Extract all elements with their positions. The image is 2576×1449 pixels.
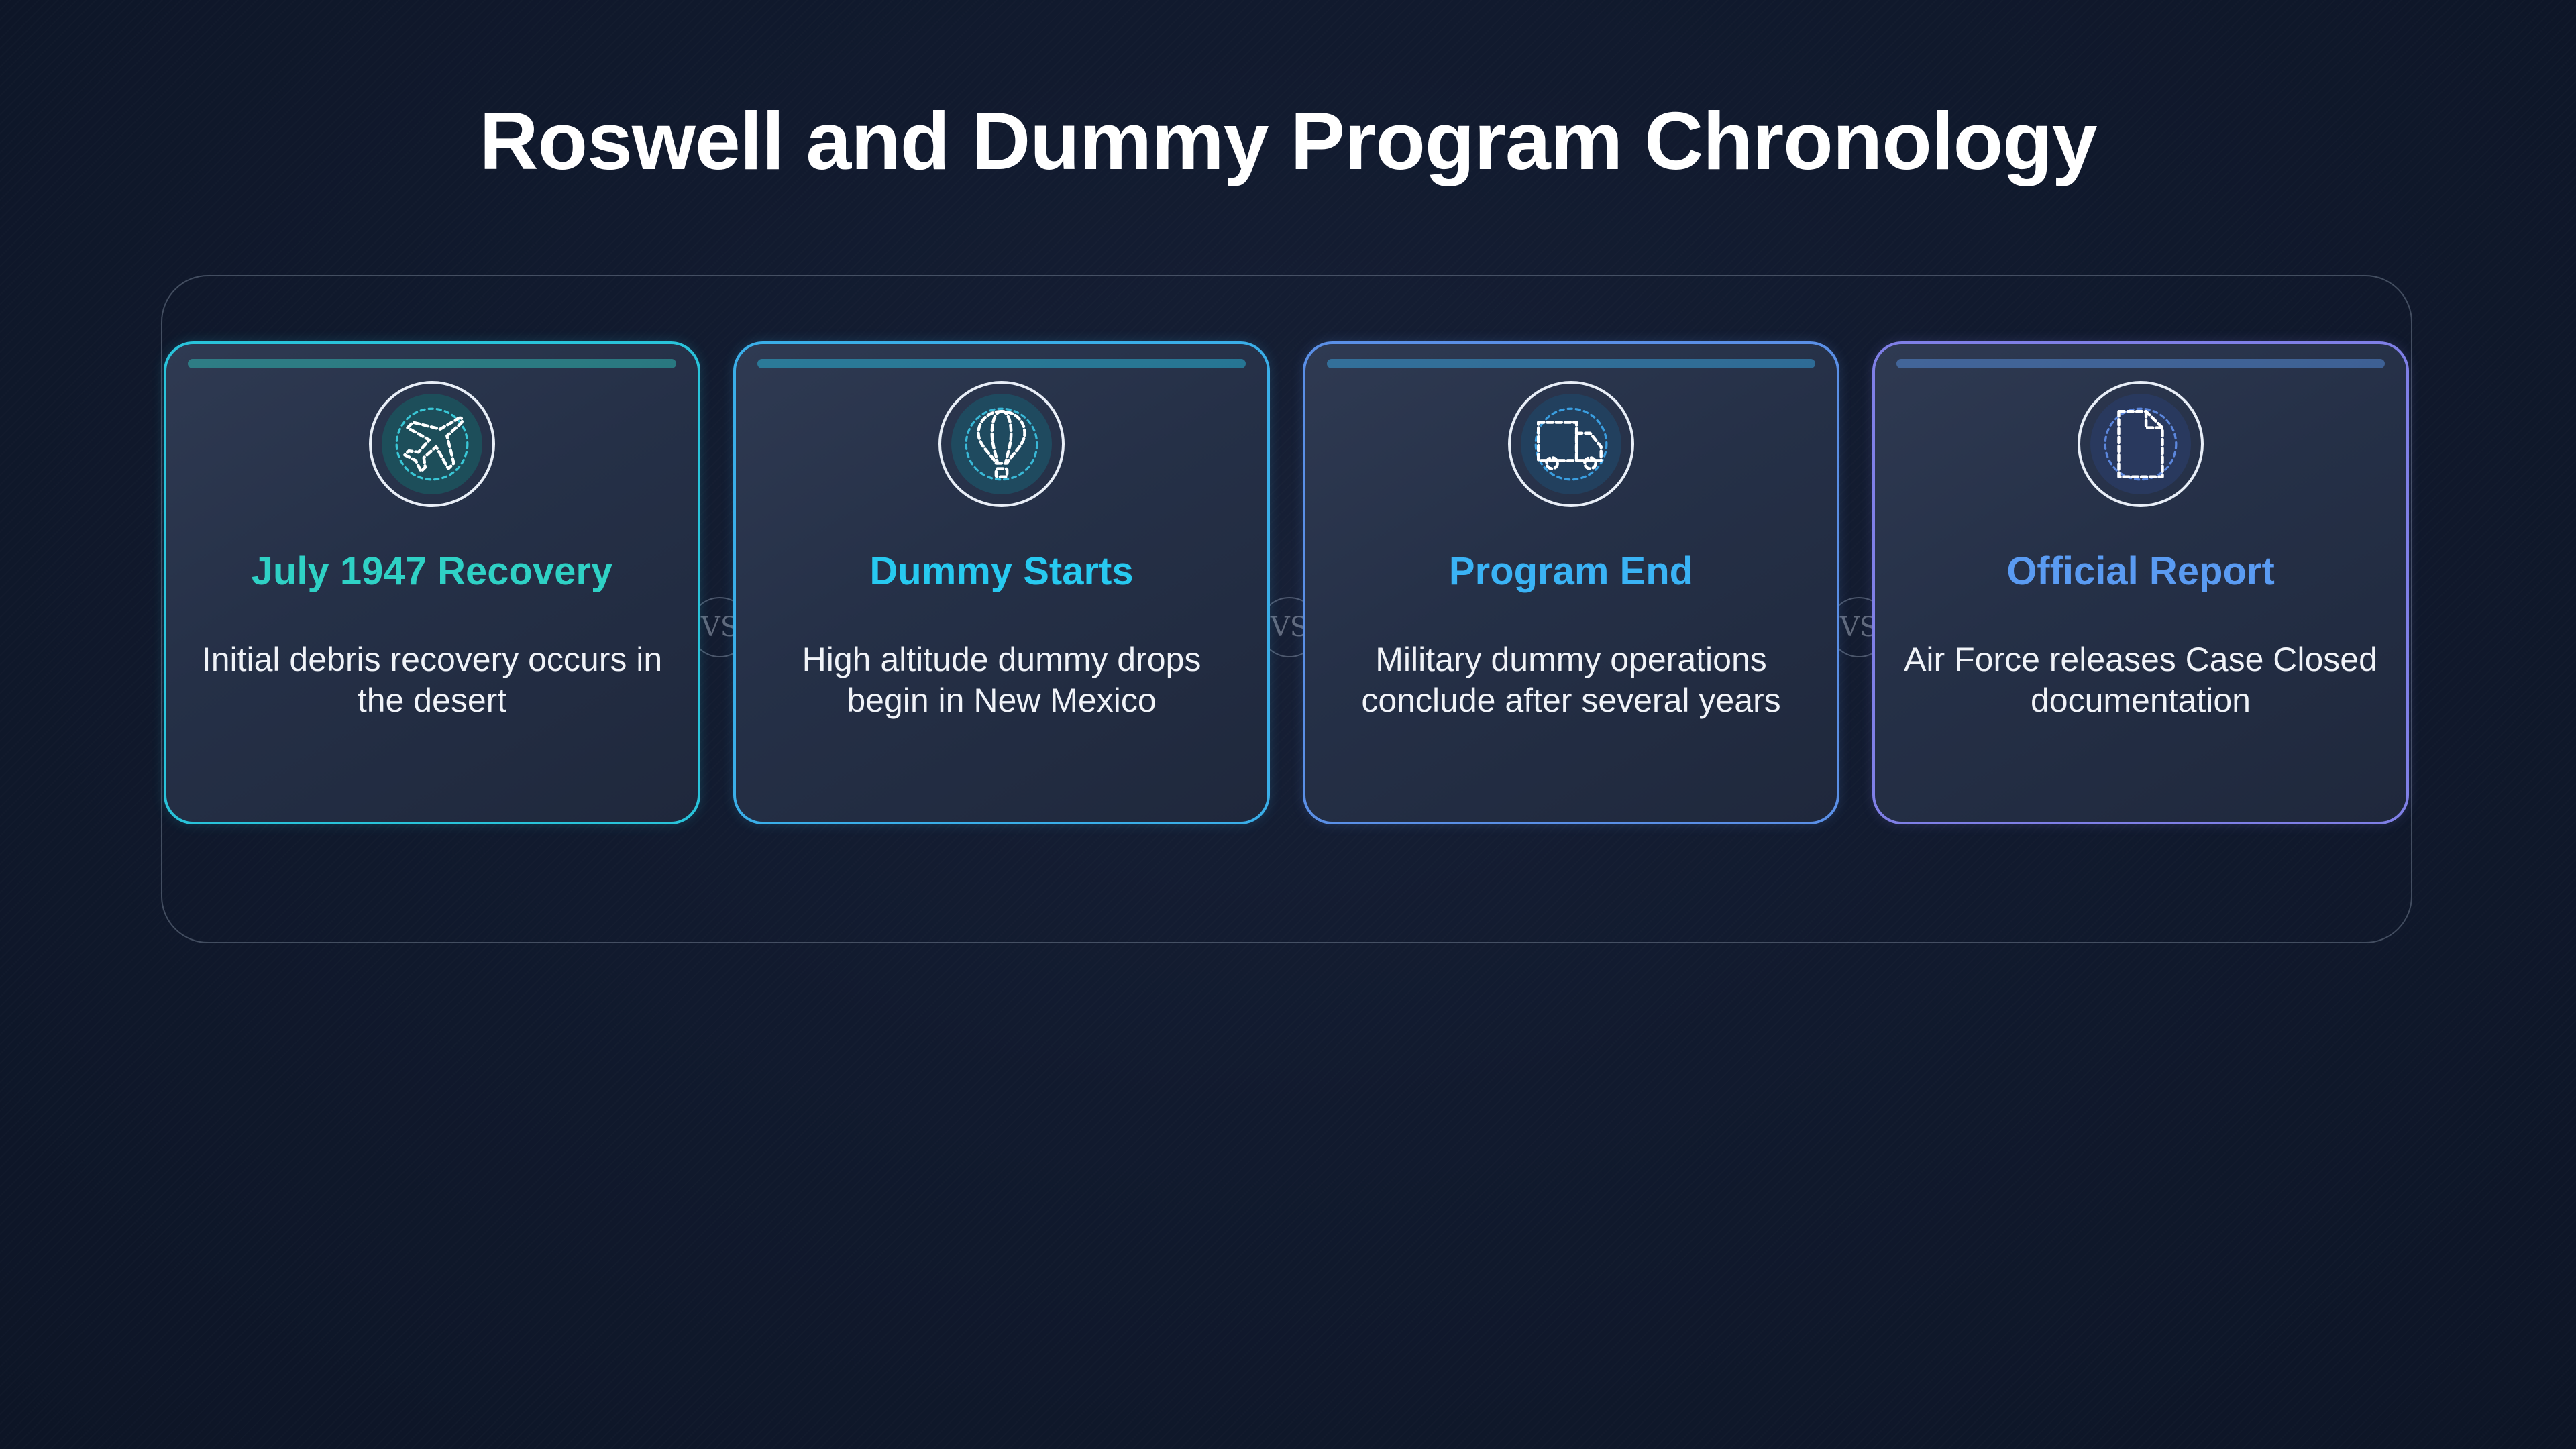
card-title: July 1947 Recovery [251, 549, 613, 593]
card-accent-bar [188, 359, 676, 368]
timeline-panel [161, 275, 2412, 943]
vs-label: VS [700, 612, 739, 643]
timeline-card-program-end: Program End Military dummy operations co… [1303, 341, 1839, 824]
timeline-card-dummy-starts: Dummy Starts High altitude dummy drops b… [733, 341, 1270, 824]
airplane-icon [395, 407, 469, 481]
card-title: Dummy Starts [869, 549, 1134, 593]
card-accent-bar [1327, 359, 1815, 368]
card-accent-bar [757, 359, 1246, 368]
vs-label: VS [1270, 612, 1309, 643]
truck-icon [1534, 407, 1608, 481]
card-icon-badge [369, 381, 495, 507]
card-icon-badge [938, 381, 1065, 507]
vs-label: VS [1839, 612, 1878, 643]
card-description: Initial debris recovery occurs in the de… [201, 641, 663, 719]
card-description: Air Force releases Case Closed documenta… [1904, 641, 2377, 719]
timeline-card-july-1947-recovery: July 1947 Recovery Initial debris recove… [164, 341, 700, 824]
timeline-card-official-report: Official Report Air Force releases Case … [1872, 341, 2409, 824]
card-icon-badge [1508, 381, 1634, 507]
card-icon-badge [2078, 381, 2204, 507]
card-description: High altitude dummy drops begin in New M… [802, 641, 1201, 719]
page-title: Roswell and Dummy Program Chronology [479, 95, 2097, 186]
card-title: Official Report [2006, 549, 2275, 593]
card-accent-bar [1896, 359, 2385, 368]
card-title: Program End [1448, 549, 1694, 593]
card-description: Military dummy operations conclude after… [1361, 641, 1781, 719]
document-icon [2104, 407, 2178, 481]
hot-air-balloon-icon [965, 407, 1038, 481]
